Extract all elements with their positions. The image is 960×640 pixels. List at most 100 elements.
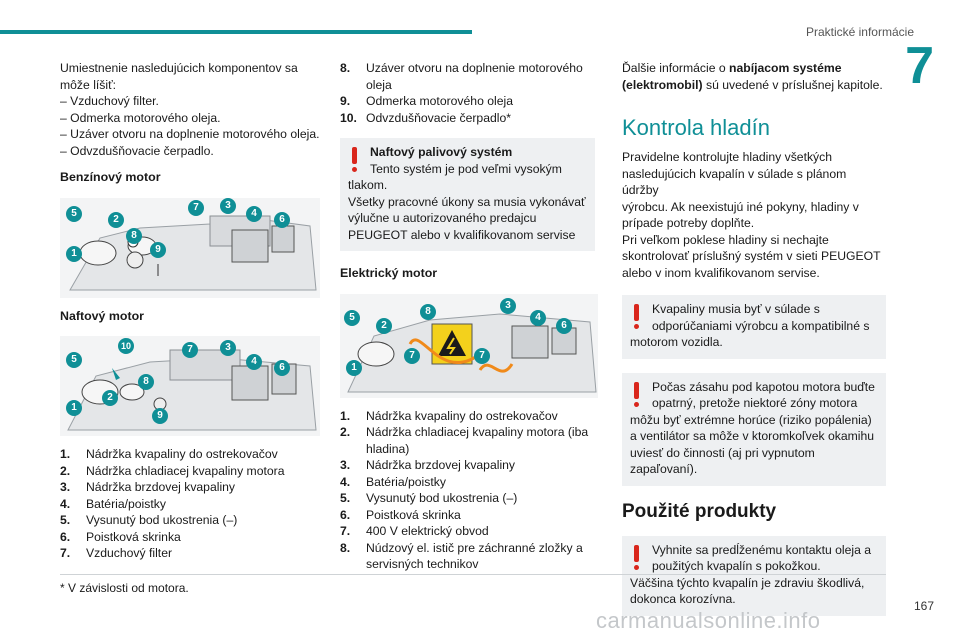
warning-text: môžu byť extrémne horúce (riziko popálen… bbox=[630, 412, 872, 427]
callout-2: 2 bbox=[102, 390, 118, 406]
warning-text: Väčšina týchto kvapalín je zdraviu škodl… bbox=[630, 575, 865, 590]
callout-3: 3 bbox=[220, 340, 236, 356]
chapter-number: 7 bbox=[905, 37, 934, 95]
warning-text: uviesť do činnosti (aj pri vypnutom bbox=[630, 445, 815, 460]
warning-text: výlučne u autorizovaného predajcu bbox=[348, 211, 537, 225]
electric-motor-diagram: 5 2 8 3 4 6 1 7 7 bbox=[340, 293, 598, 398]
warning-text: odporúčaniami výrobcu a kompatibilné s bbox=[652, 318, 870, 333]
callout-1: 1 bbox=[66, 400, 82, 416]
warning-text: motorom vozidla. bbox=[630, 335, 723, 349]
electric-motor-heading: Elektrický motor bbox=[340, 266, 438, 280]
petrol-engine-diagram: 5 2 8 7 3 4 6 1 9 bbox=[60, 197, 320, 298]
electric-motor-illustration bbox=[347, 312, 597, 392]
body-line: Pri veľkom poklese hladiny si nechajte bbox=[622, 232, 829, 247]
legend-item: 8.Núdzový el. istič pre záchranné zložky… bbox=[340, 540, 583, 572]
warning-text: Kvapaliny musia byť v súlade s bbox=[652, 302, 820, 316]
warning-text: tlakom. bbox=[348, 178, 388, 192]
warning-title: Naftový palivový systém bbox=[370, 145, 513, 159]
intro-item: – Vzduchový filter. bbox=[60, 94, 159, 108]
warning-text: Vyhnite sa predĺženému kontaktu oleja a bbox=[652, 542, 872, 557]
legend-item: 2.Nádržka chladiacej kvapaliny motora (i… bbox=[340, 425, 589, 456]
callout-5: 5 bbox=[66, 352, 82, 368]
legend-item: 3.Nádržka brzdovej kvapaliny bbox=[60, 480, 236, 494]
legend-item: 4.Batéria/poistky bbox=[60, 496, 166, 511]
charging-info: (elektromobil) sú uvedené v príslušnej k… bbox=[622, 77, 883, 92]
fluids-warning: Kvapaliny musia byť v súlade s odporúčan… bbox=[622, 295, 886, 359]
column-left: Umiestnenie nasledujúcich komponentov sa… bbox=[60, 60, 325, 562]
page-number: 167 bbox=[913, 599, 934, 613]
body-line: nasledujúcich kvapalín v súlade s plánom… bbox=[622, 166, 847, 198]
warning-text: Tento systém je pod veľmi vysokým bbox=[370, 161, 562, 176]
callout-3: 3 bbox=[220, 197, 236, 214]
warning-text: opatrný, pretože niektoré zóny motora bbox=[652, 396, 858, 410]
warning-icon bbox=[634, 304, 640, 330]
levels-title: Kontrola hladín bbox=[622, 115, 770, 140]
section-title: Praktické informácie bbox=[805, 25, 914, 39]
charging-info: Ďalšie informácie o nabíjacom systéme bbox=[622, 61, 842, 75]
electric-component-legend: 1.Nádržka kvapaliny do ostrekovačov 2.Ná… bbox=[340, 408, 595, 573]
callout-4: 4 bbox=[246, 205, 262, 222]
warning-icon bbox=[352, 147, 358, 173]
watermark: carmanualsonline.info bbox=[596, 608, 821, 633]
footnote-divider bbox=[60, 574, 886, 575]
callout-7: 7 bbox=[182, 342, 198, 358]
legend-item: 6.Poistková skrinka bbox=[340, 507, 461, 522]
warning-icon bbox=[634, 381, 640, 408]
diesel-engine-diagram: 10 7 3 5 4 6 8 1 2 9 bbox=[60, 336, 320, 436]
intro-line: Umiestnenie nasledujúcich komponentov sa bbox=[60, 61, 298, 75]
body-line: Pravidelne kontrolujte hladiny všetkých bbox=[622, 150, 833, 164]
callout-4: 4 bbox=[246, 354, 262, 370]
callout-1: 1 bbox=[346, 359, 362, 376]
callout-9: 9 bbox=[150, 241, 166, 258]
warning-text: zapaľovaní). bbox=[630, 462, 698, 476]
legend-item: 1.Nádržka kvapaliny do ostrekovačov bbox=[60, 447, 278, 461]
intro-line: môže líšiť: bbox=[60, 77, 117, 92]
column-right: Ďalšie informácie o nabíjacom systéme (e… bbox=[622, 60, 886, 616]
warning-icon bbox=[634, 544, 640, 571]
callout-2: 2 bbox=[376, 317, 392, 334]
callout-7: 7 bbox=[404, 347, 420, 364]
legend-item: 9.Odmerka motorového oleja bbox=[340, 94, 513, 108]
callout-3: 3 bbox=[500, 297, 516, 314]
legend-item: 2.Nádržka chladiacej kvapaliny motora bbox=[60, 463, 285, 478]
products-title: Použité produkty bbox=[622, 500, 777, 522]
callout-5: 5 bbox=[344, 309, 360, 326]
intro-item: – Odmerka motorového oleja. bbox=[60, 110, 221, 125]
warning-text: použitých kvapalín s pokožkou. bbox=[652, 559, 821, 573]
intro-item: – Uzáver otvoru na doplnenie motorového … bbox=[60, 127, 320, 141]
warning-text: PEUGEOT alebo v kvalifikovanom servise bbox=[348, 227, 576, 242]
legend-item: 7.Vzduchový filter bbox=[60, 546, 173, 560]
body-line: prípade potreby doplňte. bbox=[622, 216, 755, 230]
warning-text: Počas zásahu pod kapotou motora buďte bbox=[652, 379, 875, 394]
callout-8: 8 bbox=[138, 374, 154, 390]
warning-text: a ventilátor sa môže v ktoromkoľvek okam… bbox=[630, 429, 875, 443]
callout-6: 6 bbox=[274, 211, 290, 228]
legend-item: 5.Vysunutý bod ukostrenia (–) bbox=[340, 491, 518, 505]
legend-item: 1.Nádržka kvapaliny do ostrekovačov bbox=[340, 408, 558, 423]
callout-7: 7 bbox=[474, 347, 490, 364]
body-line: výrobcu. Ak neexistujú iné pokyny, hladi… bbox=[622, 199, 859, 214]
diesel-fuel-warning: Naftový palivový systém Tento systém je … bbox=[340, 138, 595, 251]
legend-item: 10.Odvzdušňovacie čerpadlo* bbox=[340, 110, 511, 125]
warning-text: Všetky pracovné úkony sa musia vykonávať bbox=[348, 194, 586, 209]
legend-item: 6.Poistková skrinka bbox=[60, 529, 181, 544]
callout-5: 5 bbox=[66, 205, 82, 222]
callout-4: 4 bbox=[530, 309, 546, 326]
legend-item: 5.Vysunutý bod ukostrenia (–) bbox=[60, 513, 238, 527]
petrol-engine-heading: Benzínový motor bbox=[60, 170, 161, 184]
callout-6: 6 bbox=[274, 360, 290, 376]
levels-body: Pravidelne kontrolujte hladiny všetkých … bbox=[622, 149, 886, 281]
hot-zones-warning: Počas zásahu pod kapotou motora buďte op… bbox=[622, 372, 886, 486]
callout-8: 8 bbox=[126, 227, 142, 244]
footnote: * V závislosti od motora. bbox=[60, 581, 189, 595]
callout-10: 10 bbox=[118, 338, 134, 354]
body-line: skontrolovať príslušný systém v sieti PE… bbox=[622, 249, 881, 263]
callout-1: 1 bbox=[66, 245, 82, 262]
callout-8: 8 bbox=[420, 303, 436, 320]
legend-item: 7.400 V elektrický obvod bbox=[340, 524, 489, 538]
intro-item: – Odvzdušňovacie čerpadlo. bbox=[60, 143, 214, 158]
callout-2: 2 bbox=[108, 211, 124, 228]
